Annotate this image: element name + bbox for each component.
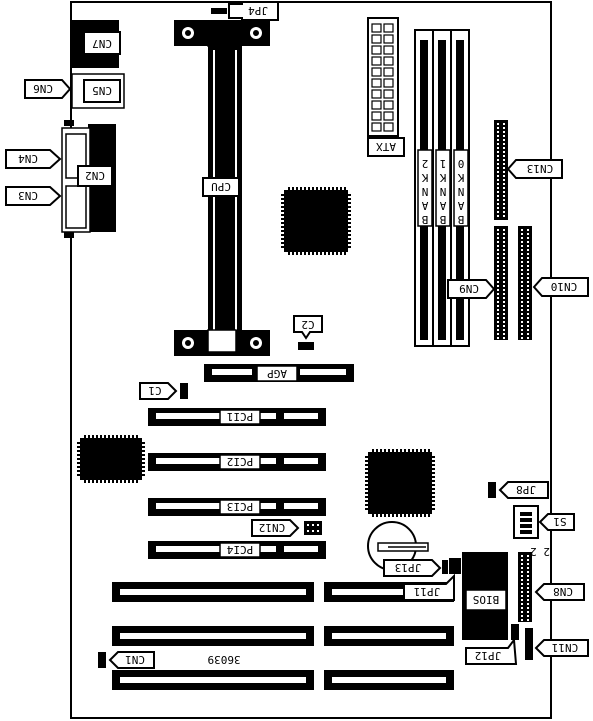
cn7-label: CN7 [92,37,112,50]
svg-text:B: B [421,213,428,226]
c2-callout [293,315,323,350]
cpu-slot [174,20,270,356]
cn9-header [494,226,508,340]
dimm-bank0 [450,29,470,347]
cn3-label: CN3 [18,189,38,202]
cn1-callout [98,651,155,669]
svg-text:K: K [421,171,428,184]
svg-text:N: N [440,185,447,198]
bios-chip [462,552,508,640]
cn2-connector [61,120,116,238]
isa-slot-1-left [112,582,314,602]
cn5-connector [71,73,125,109]
jp12-callout [465,624,519,665]
svg-text:0: 0 [458,157,465,170]
board-number: 36039 [207,653,240,666]
svg-text:N: N [422,185,429,198]
dimm-bank2 [414,29,434,347]
cn10-header [518,226,532,340]
jp8-label: JP8 [516,483,536,496]
svg-text:A: A [457,199,464,212]
svg-text:B: B [457,213,464,226]
isa-slot-3-left [112,670,314,690]
s1-marks: 2 2 [530,545,550,558]
cn8-header [518,552,532,622]
cn1-label: CN1 [125,653,145,666]
cn11-header [525,628,533,660]
c1-callout [139,382,188,400]
cn7-connector [71,20,121,68]
northbridge-chip [281,187,351,255]
s1-switch [513,505,575,539]
cn12-callout [251,519,322,537]
svg-text:N: N [458,185,465,198]
c1-label: C1 [148,384,161,397]
jp8-callout [488,481,549,499]
svg-text:K: K [439,171,446,184]
pci2-label: PCI2 [227,455,254,468]
pci1-label: PCI1 [227,410,254,423]
cn8-callout [534,583,585,601]
cn6-callout [24,79,72,99]
s1-label: S1 [553,515,566,528]
pci2-slot [148,453,326,471]
jp13-label: JP13 [395,561,422,574]
cn12-label: CN12 [259,521,286,534]
cn11-label: CN11 [552,641,579,654]
bios-label: BIOS [473,593,500,606]
agp-slot [204,364,354,382]
pci4-slot [148,541,326,559]
isa-slot-2-left [112,626,314,646]
atx-connector [367,17,405,157]
cn13-label: CN13 [527,162,554,175]
cn10-callout [532,277,589,297]
cn2-label: CN2 [85,169,105,182]
jp13-callout [383,559,448,577]
isa-slot-2-right [324,626,454,646]
cn11-callout [534,639,589,657]
pci3-slot [148,498,326,516]
c2-label: C2 [301,318,314,331]
pci4-label: PCI4 [226,543,253,556]
cn13-header [494,120,508,220]
pci3-label: PCI3 [227,500,254,513]
isa-slot-3-right [324,670,454,690]
svg-text:A: A [439,199,446,212]
cn9-callout [447,279,496,299]
jp4-label: JP4 [248,4,268,17]
svg-text:2: 2 [422,157,429,170]
cn4-label: CN4 [18,152,38,165]
jp12-label: JP12 [475,649,502,662]
cn13-callout [506,159,563,179]
jp4-jumper [211,1,279,21]
svg-text:B: B [439,213,446,226]
cn10-label: CN10 [551,280,578,293]
svg-text:K: K [457,171,464,184]
svg-text:1: 1 [440,157,447,170]
cn8-label: CN8 [553,585,573,598]
cn3-callout [5,186,62,206]
cn9-label: CN9 [459,282,479,295]
io-chip [77,435,145,483]
svg-text:A: A [421,199,428,212]
atx-label: ATX [376,140,396,153]
jp11-label: JP11 [414,585,441,598]
cn5-label: CN5 [92,84,112,97]
pci1-slot [148,408,326,426]
battery [367,521,429,571]
agp-label: AGP [267,367,287,380]
southbridge-chip [365,449,435,517]
jp11-callout [403,558,461,601]
cn6-label: CN6 [33,82,53,95]
cpu-label: CPU [211,180,231,193]
cn4-callout [5,149,62,169]
